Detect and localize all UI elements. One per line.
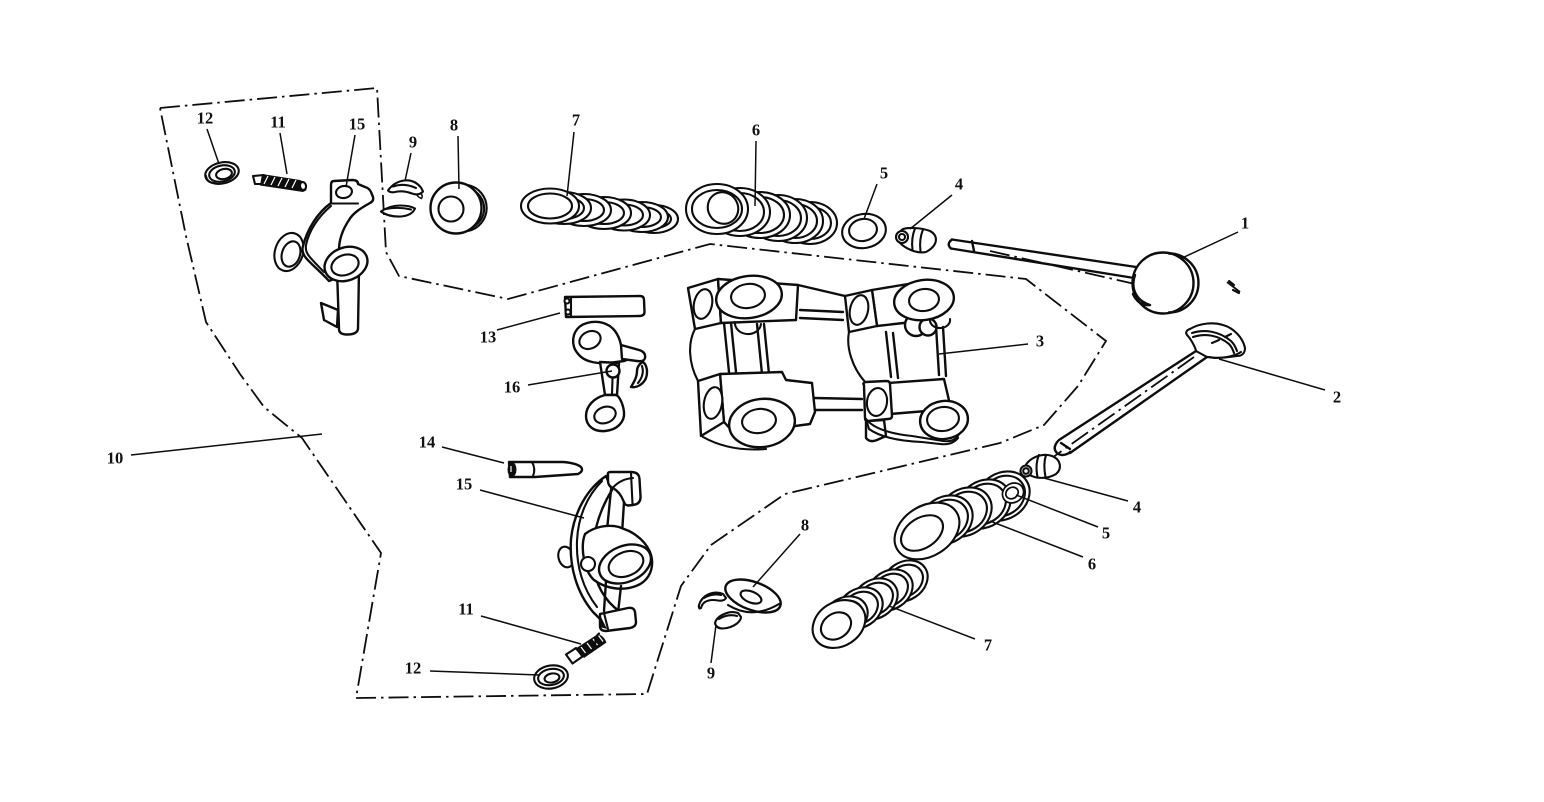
svg-text:3: 3 xyxy=(1036,332,1044,351)
svg-text:5: 5 xyxy=(1102,524,1110,543)
svg-text:10: 10 xyxy=(107,449,124,468)
svg-text:8: 8 xyxy=(450,116,458,135)
svg-text:4: 4 xyxy=(955,175,963,194)
svg-text:15: 15 xyxy=(349,115,366,134)
svg-text:14: 14 xyxy=(419,433,436,452)
svg-text:8: 8 xyxy=(801,516,809,535)
svg-text:7: 7 xyxy=(984,636,992,655)
svg-text:11: 11 xyxy=(270,113,286,132)
svg-text:2: 2 xyxy=(1333,388,1341,407)
svg-text:4: 4 xyxy=(1133,498,1141,517)
svg-text:7: 7 xyxy=(572,111,580,130)
svg-text:1: 1 xyxy=(1241,214,1249,233)
svg-text:5: 5 xyxy=(880,164,888,183)
svg-text:15: 15 xyxy=(456,475,473,494)
svg-text:9: 9 xyxy=(707,664,715,683)
svg-text:12: 12 xyxy=(197,109,214,128)
svg-text:13: 13 xyxy=(480,328,497,347)
svg-text:11: 11 xyxy=(458,600,474,619)
svg-text:6: 6 xyxy=(1088,555,1096,574)
svg-text:12: 12 xyxy=(405,659,422,678)
svg-text:6: 6 xyxy=(752,121,760,140)
svg-text:9: 9 xyxy=(409,133,417,152)
svg-text:16: 16 xyxy=(504,378,521,397)
